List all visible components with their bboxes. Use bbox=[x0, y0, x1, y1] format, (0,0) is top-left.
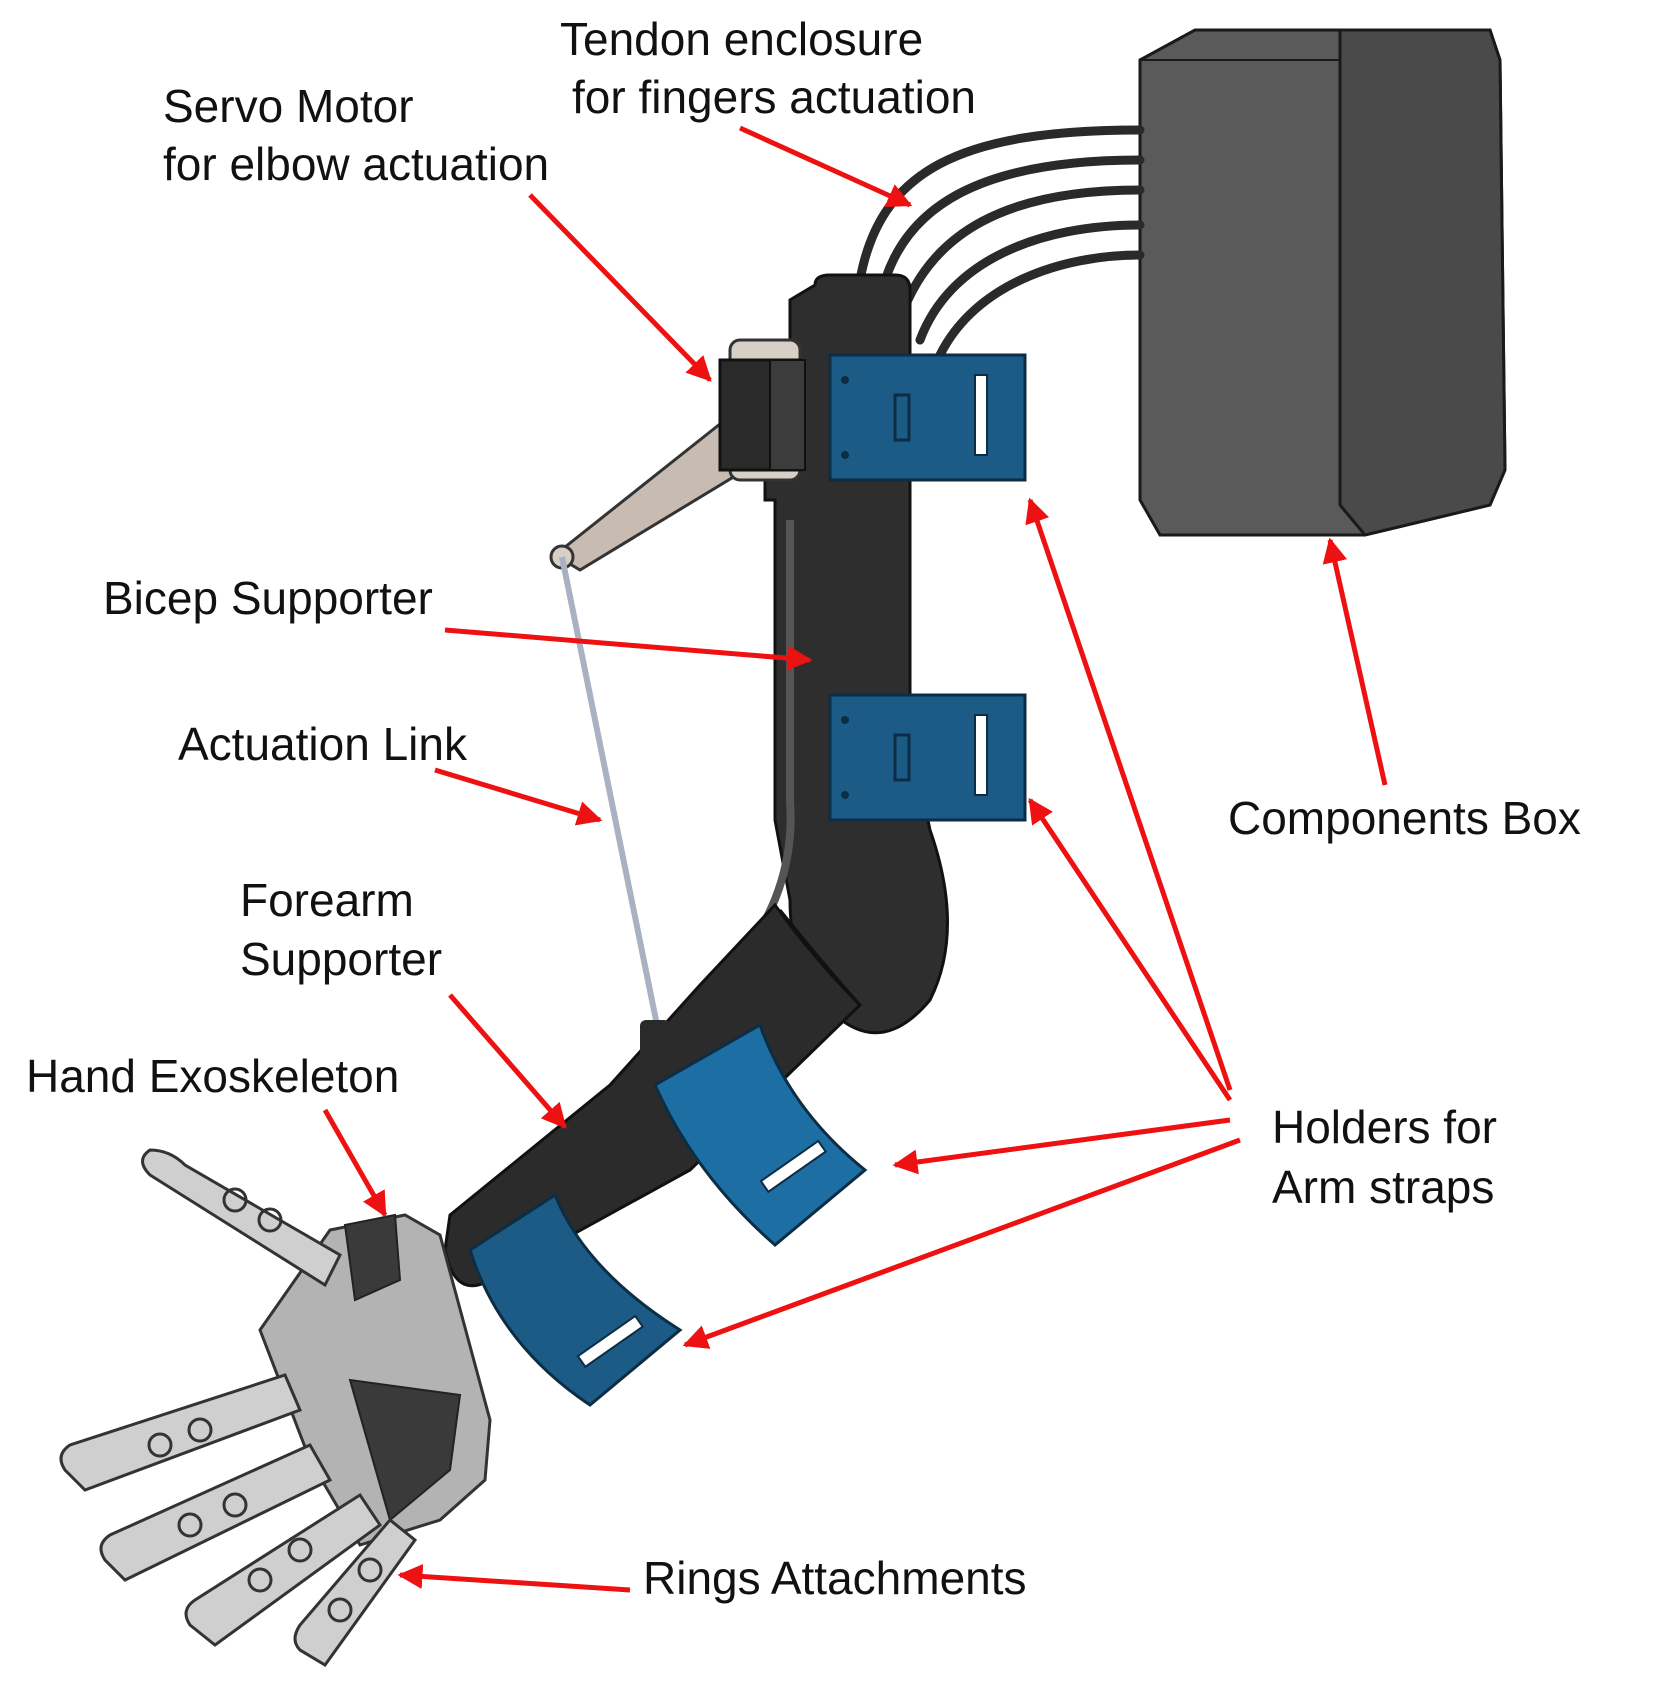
arrow-holder-forearm-lower bbox=[682, 1137, 1241, 1349]
label-actuation-link-line-1: Actuation Link bbox=[178, 718, 468, 770]
arrow-holder-forearm-upper bbox=[892, 1117, 1231, 1175]
arrow-tendon-enclosure bbox=[738, 125, 913, 208]
label-forearm-supporter-line-2: Supporter bbox=[240, 933, 442, 985]
label-holders-arm-straps-line-2: Arm straps bbox=[1272, 1161, 1494, 1213]
label-actuation-link: Actuation Link bbox=[178, 718, 468, 770]
servo-motor bbox=[549, 338, 806, 572]
label-rings-attachments-line-1: Rings Attachments bbox=[643, 1552, 1027, 1604]
label-tendon-enclosure: Tendon enclosure for fingers actuation bbox=[560, 13, 976, 123]
label-servo-motor-line-2: for elbow actuation bbox=[163, 138, 549, 190]
label-hand-exoskeleton-line-1: Hand Exoskeleton bbox=[26, 1050, 399, 1102]
label-servo-motor-line-1: Servo Motor bbox=[163, 80, 414, 132]
actuation-link bbox=[559, 556, 670, 1060]
arrow-hand-exoskeleton bbox=[322, 1108, 388, 1218]
strap-holder-forearm-upper bbox=[653, 1022, 868, 1247]
hand-exoskeleton bbox=[59, 1148, 492, 1667]
label-tendon-enclosure-line-2: for fingers actuation bbox=[572, 71, 976, 123]
strap-holder-middle bbox=[828, 693, 1027, 822]
arrow-rings-attachments bbox=[397, 1563, 631, 1593]
components-box bbox=[1138, 28, 1507, 537]
arrow-actuation-link bbox=[434, 767, 603, 826]
arrow-servo-motor bbox=[528, 193, 712, 382]
tendon-cables bbox=[855, 125, 1145, 360]
arrow-bicep-supporter bbox=[444, 627, 813, 671]
label-forearm-supporter-line-1: Forearm bbox=[240, 874, 414, 926]
labels: Tendon enclosure for fingers actuation S… bbox=[26, 13, 1581, 1604]
label-components-box-line-1: Components Box bbox=[1228, 792, 1581, 844]
label-bicep-supporter-line-1: Bicep Supporter bbox=[103, 572, 433, 624]
label-rings-attachments: Rings Attachments bbox=[643, 1552, 1027, 1604]
label-forearm-supporter: Forearm Supporter bbox=[240, 874, 442, 985]
label-servo-motor: Servo Motor for elbow actuation bbox=[163, 80, 549, 190]
arrow-holder-upper bbox=[1025, 497, 1233, 1091]
label-hand-exoskeleton: Hand Exoskeleton bbox=[26, 1050, 399, 1102]
strap-holder-forearm-lower bbox=[468, 1192, 683, 1407]
label-holders-arm-straps-line-1: Holders for bbox=[1272, 1101, 1497, 1153]
label-bicep-supporter: Bicep Supporter bbox=[103, 572, 433, 624]
label-components-box: Components Box bbox=[1228, 792, 1581, 844]
label-tendon-enclosure-line-1: Tendon enclosure bbox=[560, 13, 923, 65]
arrow-components-box bbox=[1322, 537, 1388, 786]
callout-arrows bbox=[322, 125, 1388, 1593]
arrow-holder-middle bbox=[1027, 797, 1233, 1102]
arrow-forearm-supporter bbox=[448, 993, 567, 1129]
label-holders-arm-straps: Holders for Arm straps bbox=[1272, 1101, 1510, 1213]
strap-holder-upper bbox=[828, 353, 1027, 482]
